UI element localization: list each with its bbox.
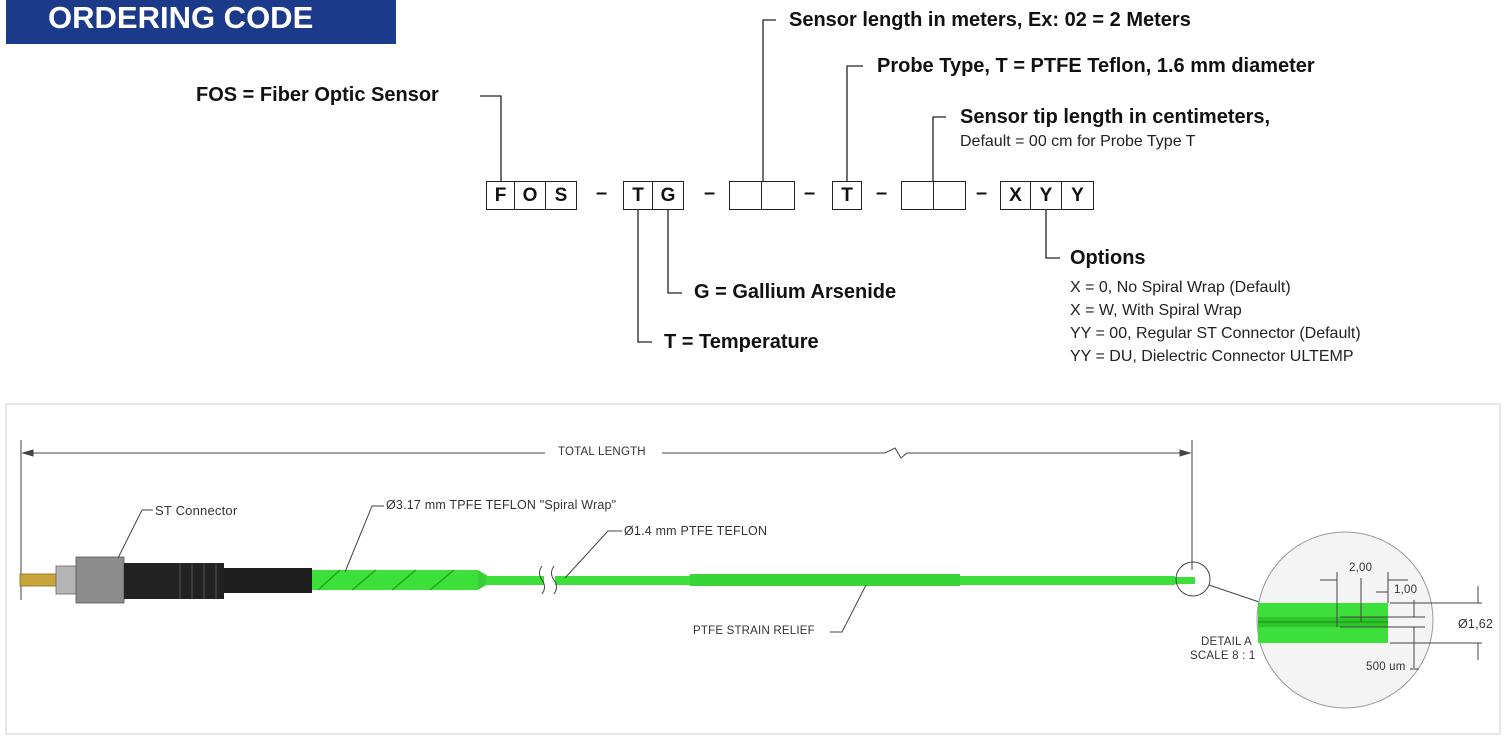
spiral-wrap-label: Ø3.17 mm TPFE TEFLON "Spiral Wrap" (386, 498, 617, 512)
fos-text: = Fiber Optic Sensor (237, 84, 439, 106)
detail-a-view (1256, 531, 1482, 709)
code-box-g: G (652, 181, 684, 210)
leader-lines (480, 19, 1060, 343)
dim-1-00: 1,00 (1394, 584, 1418, 596)
sensor-length-callout: Sensor length in meters, Ex: 02 = 2 Mete… (789, 9, 1191, 31)
option-item: X = 0, No Spiral Wrap (Default) (1070, 279, 1291, 296)
code-separator: – (804, 182, 816, 204)
drawing-border (5, 403, 1501, 735)
code-box-tip-2 (933, 181, 966, 210)
code-box-tip-1 (901, 181, 934, 210)
dim-2-00: 2,00 (1349, 562, 1373, 574)
total-length-dim (20, 440, 1193, 600)
code-box-o: O (514, 181, 546, 210)
break-marks (539, 565, 557, 595)
tip-length-default: Default = 00 cm for Probe Type T (960, 133, 1196, 150)
code-box-y1: Y (1030, 181, 1062, 210)
option-item: YY = DU, Dielectric Connector ULTEMP (1070, 348, 1354, 365)
option-item: X = W, With Spiral Wrap (1070, 302, 1242, 319)
drawing-leaders (117, 505, 867, 633)
fos-key: FOS (196, 84, 238, 106)
code-box-y2: Y (1061, 181, 1094, 210)
probe-type-callout: Probe Type, T = PTFE Teflon, 1.6 mm diam… (877, 55, 1315, 77)
code-separator: – (976, 182, 988, 204)
detail-a-title: DETAIL A (1201, 636, 1252, 648)
st-connector-label: ST Connector (155, 503, 238, 518)
st-connector-shape (19, 556, 312, 604)
code-separator: – (704, 182, 716, 204)
code-box-probe: T (832, 181, 862, 210)
code-box-s: S (545, 181, 577, 210)
options-title: Options (1070, 247, 1146, 269)
dim-500-um: 500 um (1366, 661, 1406, 673)
detail-marker (1175, 561, 1211, 597)
code-separator: – (596, 182, 608, 204)
dim-1-62: Ø1,62 (1458, 617, 1494, 631)
code-box-length-2 (761, 181, 795, 210)
gallium-callout: G = Gallium Arsenide (694, 281, 897, 303)
total-length-label: TOTAL LENGTH (554, 446, 650, 458)
fos-callout: FOS = Fiber Optic Sensor (196, 84, 439, 107)
code-separator: – (876, 182, 888, 204)
option-item: YY = 00, Regular ST Connector (Default) (1070, 325, 1361, 342)
detail-a-scale: SCALE 8 : 1 (1190, 650, 1256, 662)
code-box-x: X (1000, 181, 1031, 210)
sensor-cable (310, 569, 1195, 591)
temperature-callout: T = Temperature (664, 331, 819, 353)
strain-relief-label: PTFE STRAIN RELIEF (693, 625, 815, 637)
teflon-label: Ø1.4 mm PTFE TEFLON (624, 524, 768, 538)
tip-length-callout: Sensor tip length in centimeters, (960, 106, 1271, 128)
code-box-f: F (486, 181, 515, 210)
ordering-code-banner: ORDERING CODE (6, 0, 396, 44)
